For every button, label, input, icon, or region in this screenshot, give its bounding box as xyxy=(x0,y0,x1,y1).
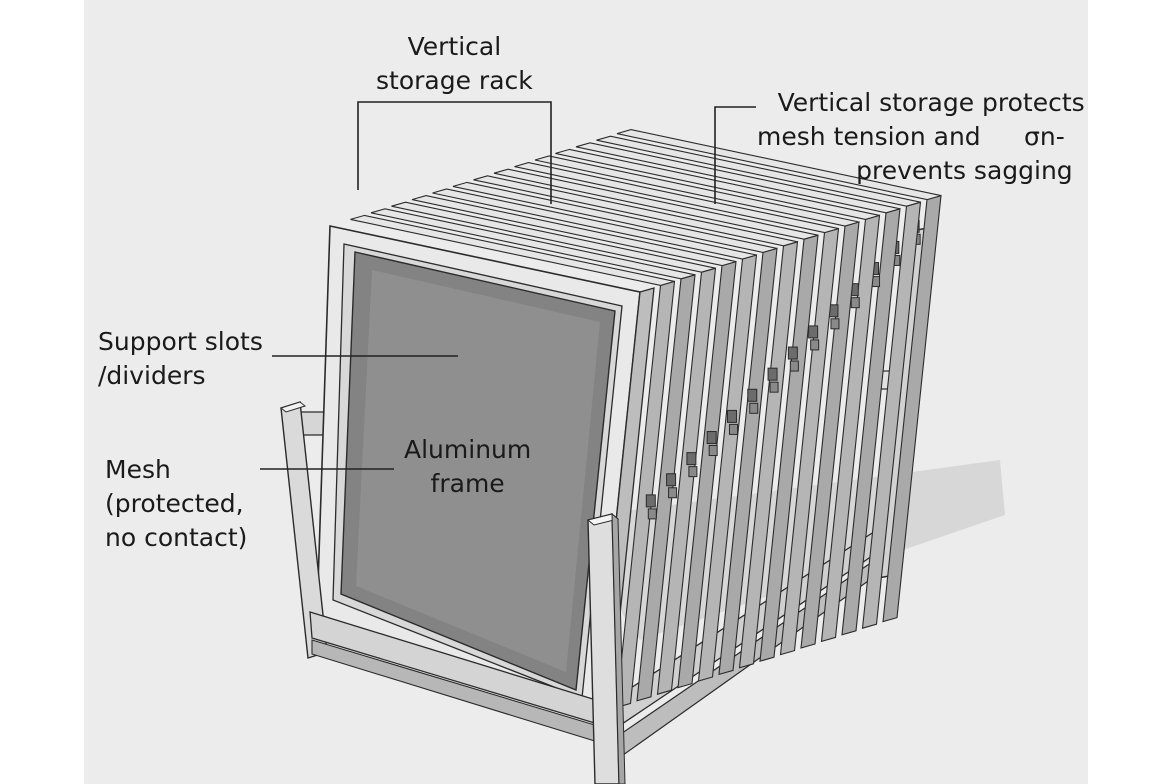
label-protects-note-line-2: mesh tension and xyxy=(757,122,981,151)
frame-top xyxy=(432,188,757,260)
frame-top xyxy=(391,201,716,273)
frame-clip xyxy=(686,452,697,466)
label-storage-rack-line-2: storage rack xyxy=(376,66,533,95)
screen-frame xyxy=(616,129,942,623)
label-mesh-line-3: no contact) xyxy=(105,523,248,552)
screen-frame xyxy=(493,168,819,662)
frame-clip-lower xyxy=(850,297,860,309)
frame-top xyxy=(411,195,737,267)
frame-top xyxy=(596,135,921,207)
rack-front-structure xyxy=(279,401,626,784)
frame-clip-lower xyxy=(708,445,718,457)
screen-frame xyxy=(452,181,778,676)
screen-frame xyxy=(391,201,717,695)
screen-frame-front xyxy=(316,225,655,716)
frame-top xyxy=(350,214,675,286)
frame-top xyxy=(473,175,798,247)
screen-frame xyxy=(370,208,696,702)
frame-clip-lower xyxy=(668,487,678,499)
label-aluminum-frame: Aluminum frame xyxy=(404,433,531,501)
frame-top xyxy=(452,181,778,253)
leader-lines xyxy=(260,101,756,470)
frame-clip-lower xyxy=(830,318,840,330)
frame-stack xyxy=(316,129,942,716)
label-support-slots-line-2: /dividers xyxy=(98,361,206,390)
frame-clip xyxy=(747,388,758,402)
label-storage-rack: Vertical storage rack xyxy=(376,30,533,98)
frame-top xyxy=(370,208,696,280)
screen-frame xyxy=(411,195,737,689)
screen-frame xyxy=(432,188,758,682)
frame-clip-lower xyxy=(769,381,779,393)
frame-clip-lower xyxy=(688,466,698,478)
screen-frame xyxy=(534,155,860,649)
frame-top xyxy=(616,129,942,201)
frame-clip xyxy=(726,409,737,423)
frame-top xyxy=(555,148,880,220)
screen-frame xyxy=(514,162,840,656)
label-protects-note: Vertical storage protects mesh tension a… xyxy=(757,86,1085,188)
frame-top xyxy=(514,162,839,234)
label-mesh-line-1: Mesh xyxy=(105,455,171,484)
screen-frame xyxy=(350,214,676,709)
label-support-slots-line-1: Support slots xyxy=(98,327,263,356)
mesh-sheen xyxy=(356,270,600,672)
frame-top xyxy=(493,168,819,240)
leader-storage-rack xyxy=(357,101,552,204)
label-protects-note-line-1: Vertical storage protects xyxy=(777,88,1085,117)
frame-clip-lower xyxy=(749,402,759,414)
frame-clip xyxy=(666,473,677,487)
label-protects-note-line-3: prevents sagging xyxy=(856,156,1073,185)
frame-clip xyxy=(767,367,778,381)
frame-clip-lower xyxy=(647,508,657,520)
label-protects-note-stray: σn- xyxy=(1024,120,1065,154)
label-aluminum-frame-line-2: frame xyxy=(430,469,505,498)
frame-clip xyxy=(645,494,656,508)
label-storage-rack-line-1: Vertical xyxy=(407,32,502,61)
left-post-cap xyxy=(279,401,307,413)
label-mesh: Mesh (protected, no contact) xyxy=(105,453,247,555)
frame-clip xyxy=(808,325,819,339)
label-protects-note-stray-text: σn- xyxy=(1024,122,1065,151)
frame-top xyxy=(534,155,860,227)
frame-clip xyxy=(706,431,717,445)
leader-protects-note xyxy=(714,106,756,204)
screen-frame xyxy=(473,175,799,669)
frame-clip xyxy=(787,346,798,360)
frame-clip-lower xyxy=(810,339,820,351)
frame-clip-lower xyxy=(789,360,799,372)
label-support-slots: Support slots /dividers xyxy=(98,325,263,393)
frame-top xyxy=(575,142,901,214)
right-post-side xyxy=(611,512,626,784)
label-mesh-line-2: (protected, xyxy=(105,489,244,518)
screen-frame xyxy=(555,148,881,643)
frame-clip-lower xyxy=(728,423,738,435)
label-aluminum-frame-line-1: Aluminum xyxy=(404,435,532,464)
